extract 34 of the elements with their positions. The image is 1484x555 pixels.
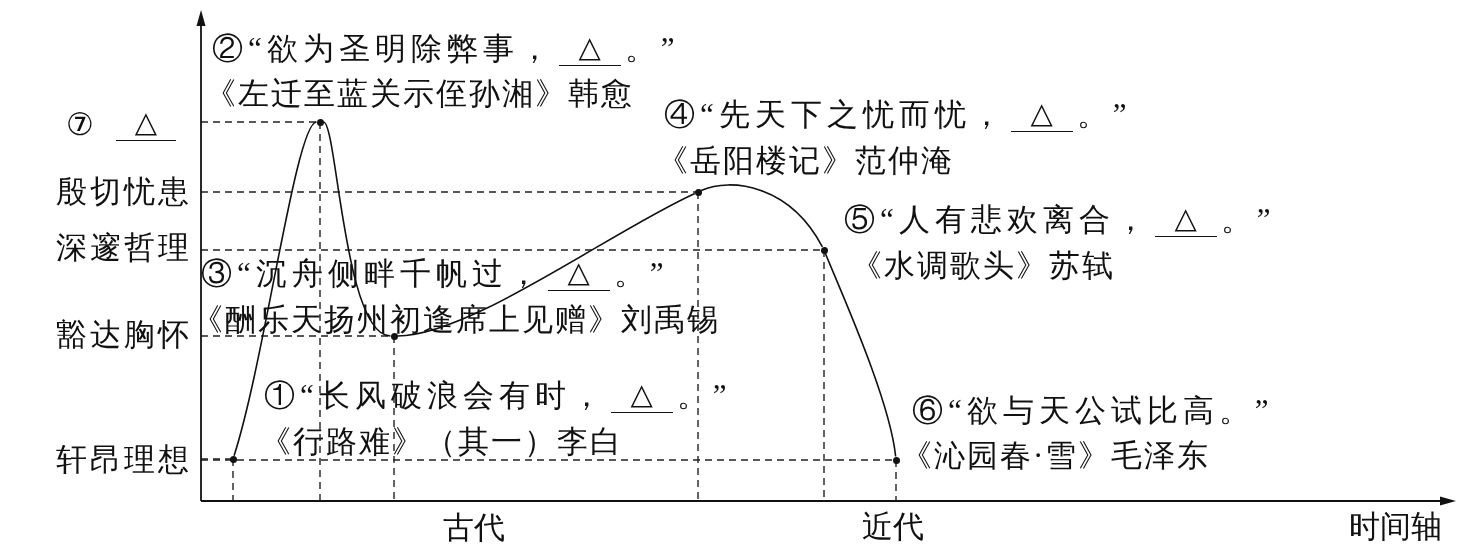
quote-text: ①“长风破浪会有时， bbox=[264, 379, 607, 412]
axis-label: 时间轴 bbox=[1349, 510, 1442, 543]
curve-segment bbox=[700, 184, 824, 248]
fill-in-blank: △ bbox=[558, 32, 621, 66]
fill-in-blank: △ bbox=[610, 379, 673, 413]
curve-segment bbox=[824, 252, 897, 458]
quote-text: ④“先天下之忧而忧， bbox=[664, 98, 1007, 131]
closing-punctuation: 。” bbox=[613, 257, 669, 290]
curve-segment bbox=[322, 121, 392, 337]
fill-in-blank: △ bbox=[547, 257, 610, 291]
axis-label: 豁达胸怀 bbox=[55, 318, 192, 351]
item-number: ⑦ bbox=[66, 108, 94, 141]
curve-segment bbox=[233, 121, 318, 457]
quote-text: ⑥“欲与天公试比高。” bbox=[912, 394, 1274, 427]
fill-in-blank: △ bbox=[1154, 203, 1217, 237]
closing-punctuation: 。” bbox=[1220, 203, 1276, 236]
quote-text: ⑤“人有悲欢离合， bbox=[844, 203, 1151, 236]
fill-in-blank: △ bbox=[116, 107, 176, 141]
axis-label: 殷切忧患 bbox=[55, 175, 192, 208]
source-text: 《水调歌头》苏轼 bbox=[851, 249, 1115, 282]
source-text: 《岳阳楼记》范仲淹 bbox=[657, 144, 954, 177]
axis-label: 近代 bbox=[862, 510, 924, 543]
closing-punctuation: 。” bbox=[1076, 98, 1132, 131]
source-text: 《沁园春·雪》毛泽东 bbox=[901, 439, 1211, 472]
quote-text: ②“欲为圣明除弊事， bbox=[212, 32, 555, 65]
source-text: 《左迁至蓝关示侄孙湘》韩愈 bbox=[205, 77, 634, 110]
curve-segment bbox=[396, 192, 696, 337]
axis-label: 深邃哲理 bbox=[55, 231, 192, 264]
axis-label: 古代 bbox=[443, 511, 505, 544]
axis-label: 轩昂理想 bbox=[55, 443, 192, 476]
source-text: 《行路难》（其一）李白 bbox=[260, 425, 623, 458]
closing-punctuation: 。” bbox=[624, 32, 680, 65]
closing-punctuation: 。” bbox=[676, 379, 732, 412]
fill-in-blank: △ bbox=[1010, 98, 1073, 132]
